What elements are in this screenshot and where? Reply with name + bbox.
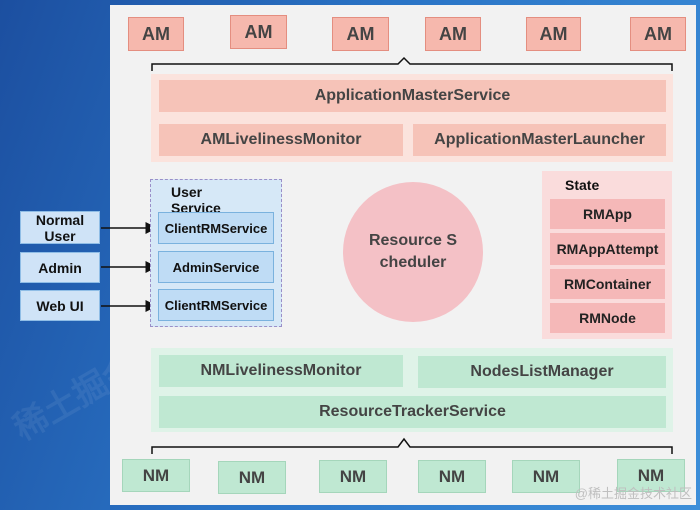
normal-user-client: Normal User [20, 211, 100, 244]
nm-node: NM [512, 460, 580, 493]
am-node: AM [332, 17, 389, 51]
am-node: AM [230, 15, 287, 49]
client-rm-service: ClientRMService [158, 289, 274, 321]
state-machine-title: State Machine [565, 177, 600, 193]
am-node: AM [128, 17, 184, 51]
rm-app: RMApp [550, 199, 665, 229]
nm-node: NM [218, 461, 286, 494]
client-rm-service: ClientRMService [158, 212, 274, 244]
am-node: AM [425, 17, 481, 51]
nm-brace [151, 437, 673, 454]
am-liveliness-monitor: AMLivelinessMonitor [159, 124, 403, 156]
admin-service: AdminService [158, 251, 274, 283]
nm-node: NM [617, 459, 685, 492]
nm-liveliness-monitor: NMLivelinessMonitor [159, 355, 403, 387]
web-ui-client: Web UI [20, 290, 100, 321]
application-master-service: ApplicationMasterService [159, 80, 666, 112]
rm-container: RMContainer [550, 269, 665, 299]
nm-node: NM [418, 460, 486, 493]
admin-client: Admin [20, 252, 100, 283]
nm-node: NM [122, 459, 190, 492]
resource-scheduler: Resource Scheduler [343, 182, 483, 322]
nm-node: NM [319, 460, 387, 493]
rm-node: RMNode [550, 303, 665, 333]
application-master-launcher: ApplicationMasterLauncher [413, 124, 666, 156]
nodes-list-manager: NodesListManager [418, 356, 666, 388]
rm-app-attempt: RMAppAttempt [550, 233, 665, 265]
resource-scheduler-label: Resource Scheduler [368, 232, 458, 271]
resource-tracker-service: ResourceTrackerService [159, 396, 666, 428]
am-node: AM [630, 17, 686, 51]
am-node: AM [526, 17, 581, 51]
am-brace [151, 56, 673, 71]
watermark-text: @稀土掘金技术社区 [574, 486, 692, 501]
